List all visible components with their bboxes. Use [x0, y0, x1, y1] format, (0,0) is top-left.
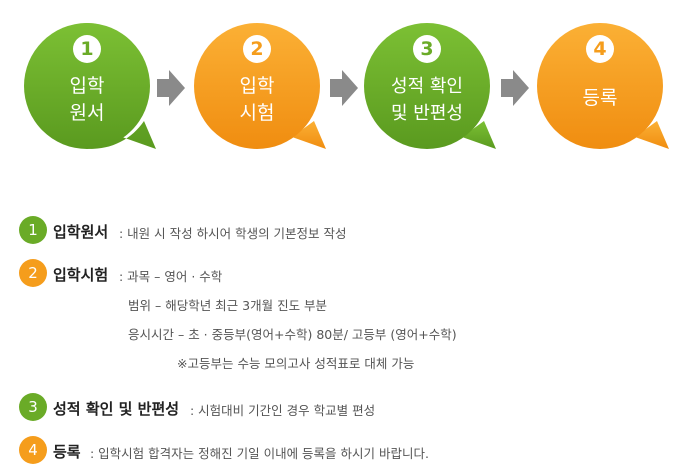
- detail-2-text-1: : 과목 – 영어 · 수학: [119, 269, 223, 284]
- step-3-shape: [364, 23, 496, 149]
- detail-1-title: 입학원서: [53, 223, 109, 241]
- detail-3-title: 성적 확인 및 반편성: [53, 400, 180, 418]
- step-4-number: 4: [586, 35, 614, 63]
- step-2-label: 입학 시험: [239, 75, 275, 124]
- step-1-number: 1: [73, 35, 101, 63]
- detail-4-badge: 4: [19, 436, 47, 464]
- step-1-shape: [24, 23, 156, 149]
- detail-2-title: 입학시험: [53, 266, 109, 284]
- detail-4-title: 등록: [53, 443, 81, 461]
- detail-4-text: : 입학시험 합격자는 정해진 기일 이내에 등록을 하시기 바랍니다.: [90, 446, 429, 461]
- arrow-right-icon: [330, 70, 358, 106]
- detail-2-text-3: 응시시간 – 초 · 중등부(영어+수학) 80분/ 고등부 (영어+수학): [128, 327, 457, 342]
- step-4-shape: [537, 23, 669, 149]
- step-4-label: 등록: [582, 87, 618, 109]
- process-flow: 1 입학 원서 2 입학 시험 3 성적 확인 및 반편성: [0, 0, 680, 180]
- step-3-label: 성적 확인 및 반편성: [391, 76, 463, 124]
- step-1-circle: 1 입학 원서: [18, 17, 156, 155]
- detail-1-badge: 1: [19, 216, 47, 244]
- step-2-shape: [194, 23, 326, 149]
- step-2-circle: 2 입학 시험: [188, 17, 326, 155]
- arrow-right-icon: [501, 70, 529, 106]
- step-3-number: 3: [413, 35, 441, 63]
- step-3-circle: 3 성적 확인 및 반편성: [358, 17, 496, 155]
- detail-2-note: ※고등부는 수능 모의고사 성적표로 대체 가능: [177, 356, 415, 371]
- detail-2-text-2: 범위 – 해당학년 최근 3개월 진도 부분: [128, 298, 328, 313]
- detail-2-badge: 2: [19, 259, 47, 287]
- arrow-right-icon: [157, 70, 185, 106]
- detail-1-text: : 내원 시 작성 하시어 학생의 기본정보 작성: [119, 226, 347, 241]
- step-2-number: 2: [243, 35, 271, 63]
- step-1-label: 입학 원서: [69, 75, 105, 124]
- detail-3-badge: 3: [19, 393, 47, 421]
- detail-3-text: : 시험대비 기간인 경우 학교별 편성: [190, 403, 376, 418]
- step-4-circle: 4 등록: [531, 17, 669, 155]
